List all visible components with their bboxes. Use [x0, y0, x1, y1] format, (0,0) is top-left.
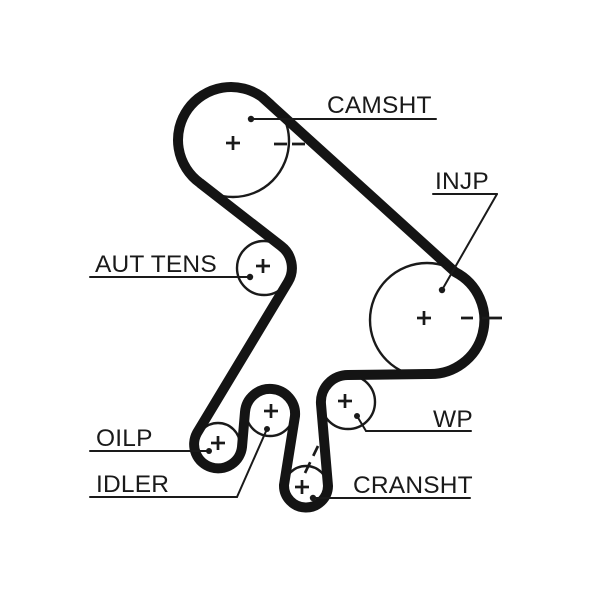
- oilp-label: OILP: [96, 425, 153, 452]
- idler-callout: IDLER: [89, 426, 270, 498]
- camsht-center-mark: [226, 136, 240, 150]
- wp-center-mark: [338, 394, 352, 408]
- idler-label: IDLER: [96, 471, 169, 498]
- oilp-callout: OILP: [89, 425, 212, 454]
- injp-leader-line: [441, 193, 498, 291]
- camsht-callout: CAMSHT: [247, 92, 437, 123]
- injp-label: INJP: [435, 168, 489, 195]
- wp-label: WP: [433, 406, 473, 433]
- cransht-timing-mark: [303, 445, 320, 474]
- cransht-label: CRANSHT: [353, 472, 473, 499]
- idler-leader-elbow: [236, 428, 268, 498]
- wp-leader-elbow: [356, 415, 367, 432]
- timing-belt-path: [173, 82, 490, 513]
- idler-center-mark: [264, 404, 278, 418]
- camsht-label: CAMSHT: [327, 92, 432, 119]
- wp-callout: WP: [354, 406, 473, 433]
- injp-callout: INJP: [432, 168, 498, 294]
- oilp-center-mark: [211, 436, 225, 450]
- cransht-callout: CRANSHT: [309, 472, 473, 502]
- aut-tens-callout: AUT TENS: [89, 251, 254, 281]
- injp-center-mark: [417, 311, 431, 325]
- aut-tens-center-mark: [256, 259, 270, 273]
- cransht-center-mark: [295, 480, 309, 494]
- aut-tens-label: AUT TENS: [95, 251, 217, 278]
